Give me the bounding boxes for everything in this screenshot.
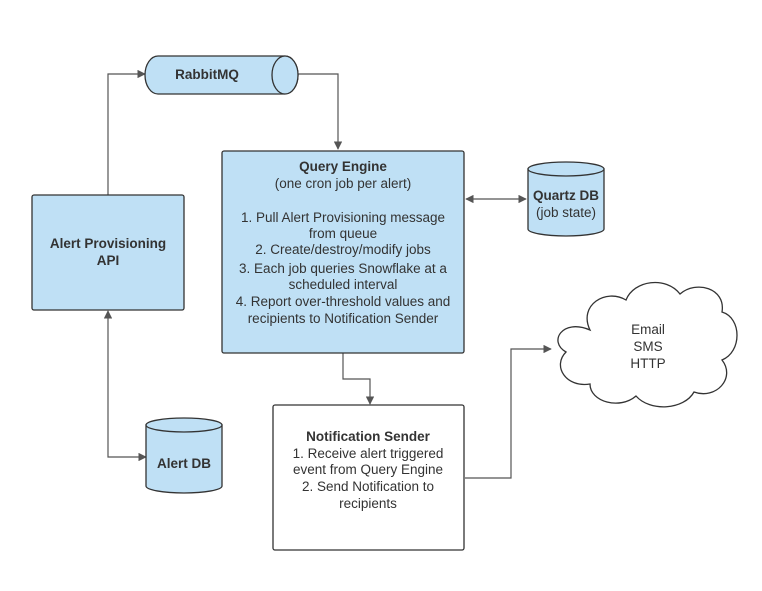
channel-sms: SMS (633, 339, 662, 354)
query-engine-step-line: scheduled interval (289, 277, 398, 292)
quartz-db-node: Quartz DB (job state) (527, 161, 605, 237)
query-engine-step-line: 4. Report over-threshold values and (236, 294, 451, 309)
alert-db-node: Alert DB (145, 417, 223, 494)
query-engine-step-line: 2. Create/destroy/modify jobs (255, 242, 431, 257)
alert-db-label: Alert DB (157, 456, 211, 471)
connector-api-to-rabbitmq (107, 69, 146, 195)
notification-sender-step-line: 2. Send Notification to (302, 479, 434, 494)
notification-sender-node: Notification Sender 1. Receive alert tri… (272, 404, 465, 551)
query-engine-title: Query Engine (299, 159, 387, 174)
connector-rabbitmq-to-query-engine (298, 73, 343, 150)
alert-provisioning-api-node: Alert Provisioning API (31, 194, 185, 311)
query-engine-step-line: 1. Pull Alert Provisioning message (241, 210, 445, 225)
connectors (103, 69, 552, 479)
channel-http: HTTP (630, 356, 665, 371)
notification-sender-title: Notification Sender (306, 429, 431, 444)
connector-query-engine-to-notification-sender (342, 353, 375, 405)
cloud-shape (557, 281, 738, 408)
rabbitmq-node: RabbitMQ (144, 55, 299, 95)
quartz-db-subtitle: (job state) (536, 205, 596, 220)
rabbitmq-label: RabbitMQ (175, 67, 239, 82)
query-engine-node: Query Engine (one cron job per alert) 1.… (221, 150, 465, 354)
query-engine-step-line: 3. Each job queries Snowflake at a (239, 261, 447, 276)
connector-api-alert-db (103, 310, 147, 462)
channel-email: Email (631, 322, 665, 337)
alert-api-label-line: Alert Provisioning (50, 236, 166, 251)
connector-notification-sender-to-channels (465, 344, 552, 479)
query-engine-step-line: from queue (309, 226, 377, 241)
quartz-db-title: Quartz DB (533, 188, 599, 203)
notification-sender-step-line: 1. Receive alert triggered (293, 446, 444, 461)
notification-sender-step-line: event from Query Engine (293, 462, 443, 477)
query-engine-step-line: recipients to Notification Sender (248, 311, 439, 326)
query-engine-subtitle: (one cron job per alert) (275, 176, 412, 191)
channels-cloud-node: Email SMS HTTP (557, 281, 738, 408)
alert-api-label-line: API (97, 253, 120, 268)
notification-sender-step-line: recipients (339, 496, 397, 511)
